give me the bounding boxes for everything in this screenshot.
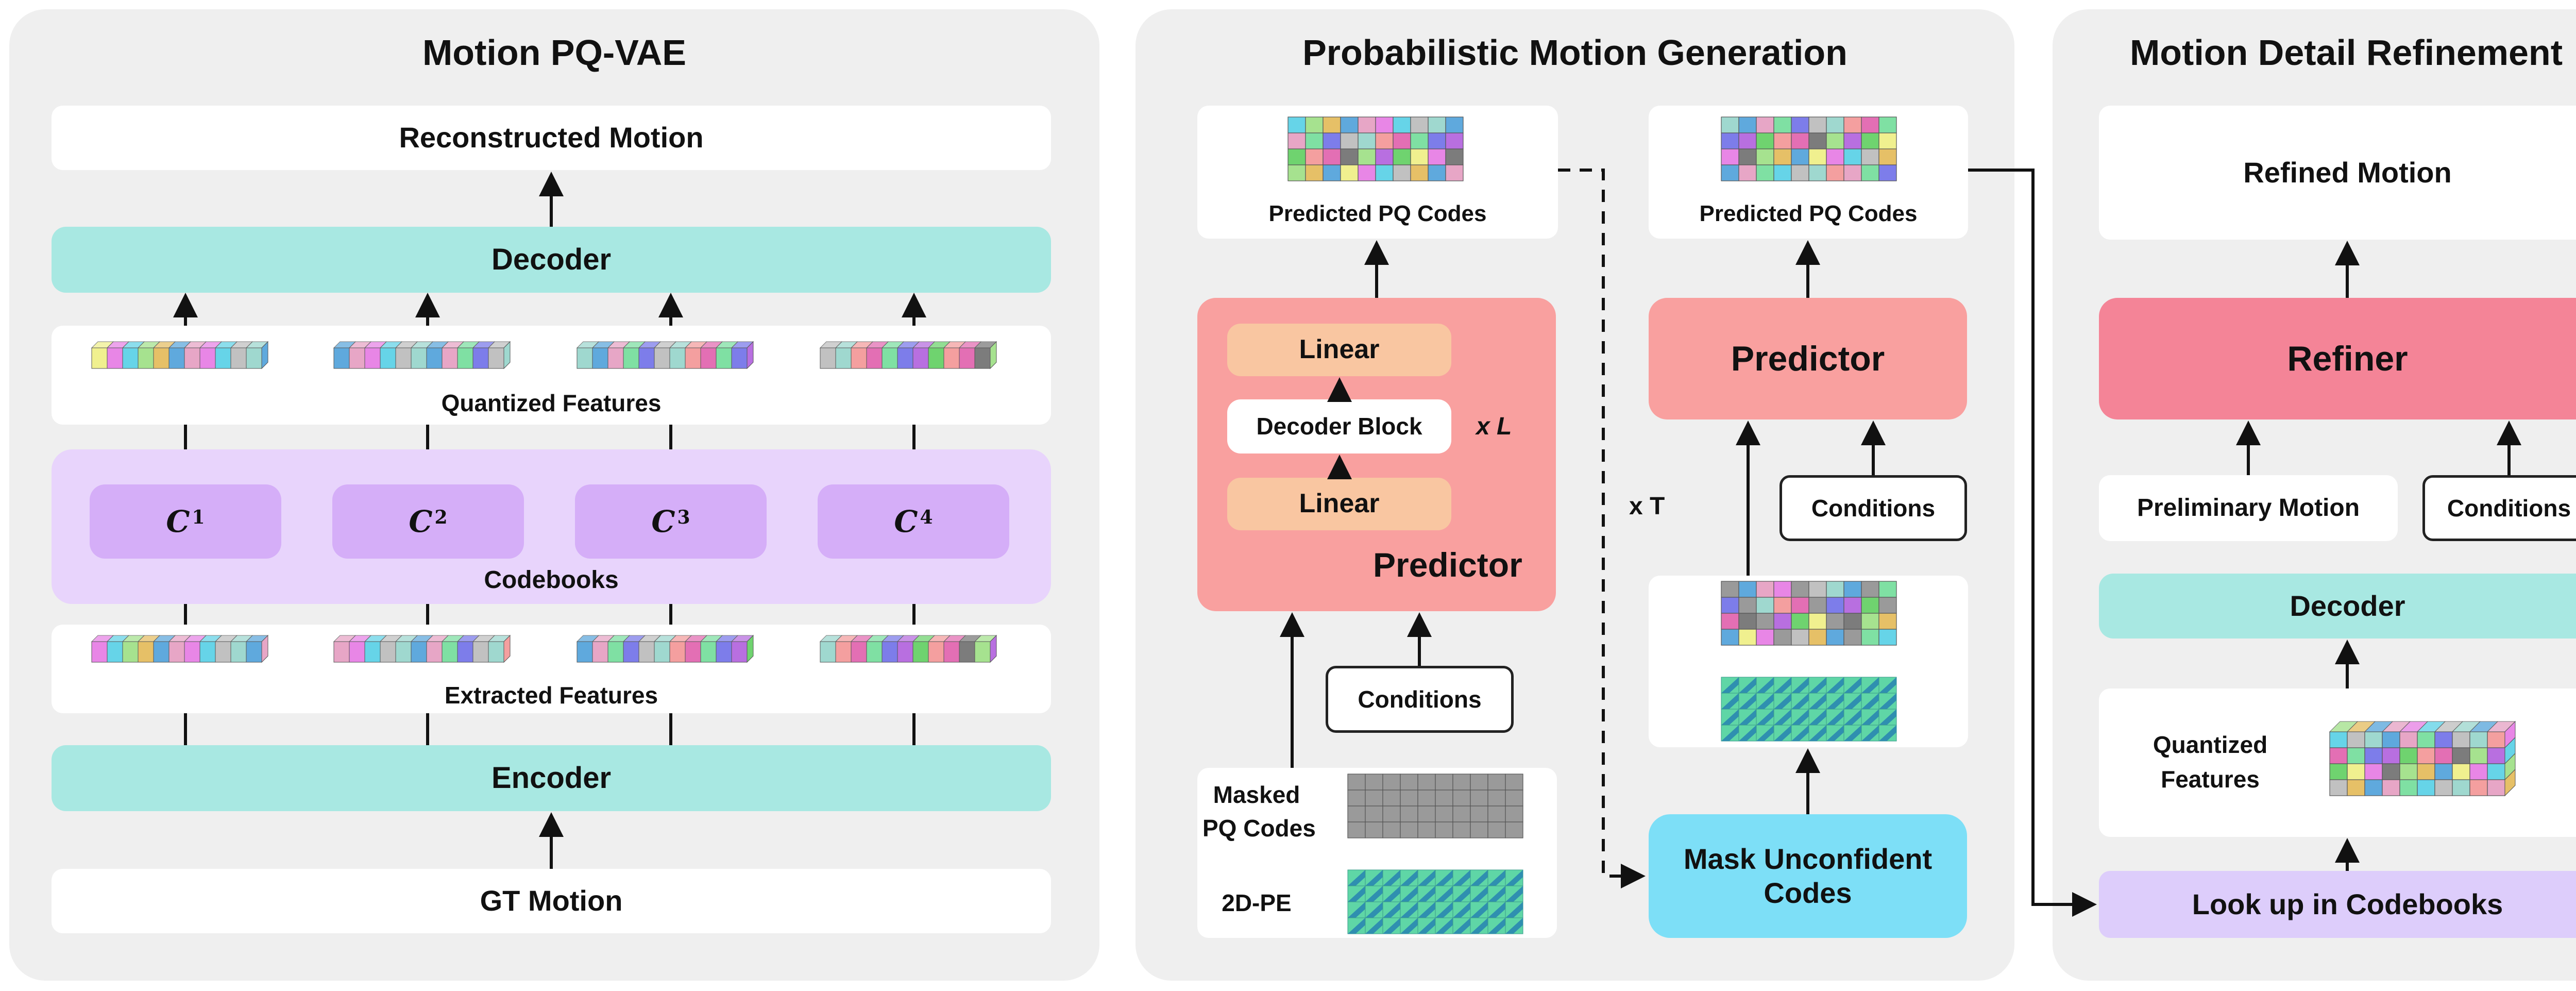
predictor-label-left: Predictor <box>1373 546 1522 584</box>
link-to-lookup <box>1968 169 2097 917</box>
decoder-block: Decoder Block <box>1227 399 1451 453</box>
repeat-l-label: x L <box>1476 413 1512 440</box>
positional-encoding-grid-left <box>1347 869 1523 934</box>
masked-codes-label-2: PQ Codes <box>1202 815 1316 842</box>
dashed-loop <box>1558 169 1646 888</box>
quantized-feature-bar-1 <box>91 341 269 369</box>
gt-motion-box: GT Motion <box>52 869 1051 933</box>
predicted-codes-grid-right <box>1720 116 1897 184</box>
repeat-t-label: x T <box>1629 493 1665 520</box>
lookup-codebooks-box: Look up in Codebooks <box>2099 871 2576 938</box>
refine-decoder-box: Decoder <box>2099 574 2576 639</box>
predicted-codes-label-right: Predicted PQ Codes <box>1699 201 1918 226</box>
predictor-box-right: Predictor <box>1649 298 1967 419</box>
quantized-feature-bar-3 <box>576 341 754 369</box>
preliminary-motion-box: Preliminary Motion <box>2099 475 2398 541</box>
linear-top: Linear <box>1227 324 1451 376</box>
conditions-box-right: Conditions <box>1780 475 1967 541</box>
extracted-features-label: Extracted Features <box>444 682 658 709</box>
masked-codes-grid-right <box>1720 580 1897 649</box>
masked-codes-grid <box>1347 773 1524 842</box>
extracted-feature-bar-4 <box>819 634 997 663</box>
vae-decoder-box: Decoder <box>52 227 1051 293</box>
quantized-feature-bar-2 <box>333 341 511 369</box>
pe-label: 2D-PE <box>1222 889 1292 916</box>
refiner-box: Refiner <box>2099 298 2576 419</box>
quantized-feature-bar-4 <box>819 341 997 369</box>
refinement-title: Motion Detail Refinement <box>2129 32 2563 73</box>
mask-unconfident-box: Mask Unconfident Codes <box>1649 814 1967 938</box>
quantized-features-refine-label-2: Features <box>2161 766 2260 793</box>
mask-unconfident-line-2: Codes <box>1764 877 1852 909</box>
quantized-features-refine-label-1: Quantized <box>2153 731 2268 758</box>
reconstructed-motion-box: Reconstructed Motion <box>52 106 1051 170</box>
vae-encoder-box: Encoder <box>52 745 1051 811</box>
vae-title: Motion PQ-VAE <box>422 32 686 73</box>
positional-encoding-grid-right <box>1721 677 1897 742</box>
conditions-box-refine: Conditions <box>2422 475 2576 541</box>
quantized-features-cube <box>2329 720 2516 797</box>
conditions-box-left: Conditions <box>1326 666 1514 733</box>
predicted-codes-grid-left <box>1287 116 1464 184</box>
mask-unconfident-line-1: Mask Unconfident <box>1683 842 1933 875</box>
refined-motion-box: Refined Motion <box>2099 106 2576 240</box>
extracted-feature-bar-3 <box>576 634 754 663</box>
predicted-codes-label-left: Predicted PQ Codes <box>1268 201 1487 226</box>
generation-title: Probabilistic Motion Generation <box>1302 32 1848 73</box>
extracted-feature-bar-2 <box>333 634 511 663</box>
quantized-features-label: Quantized Features <box>441 390 662 416</box>
extracted-feature-bar-1 <box>91 634 269 663</box>
codebooks-label: Codebooks <box>484 566 619 594</box>
linear-bottom: Linear <box>1227 478 1451 530</box>
masked-codes-label-1: Masked <box>1213 781 1300 808</box>
